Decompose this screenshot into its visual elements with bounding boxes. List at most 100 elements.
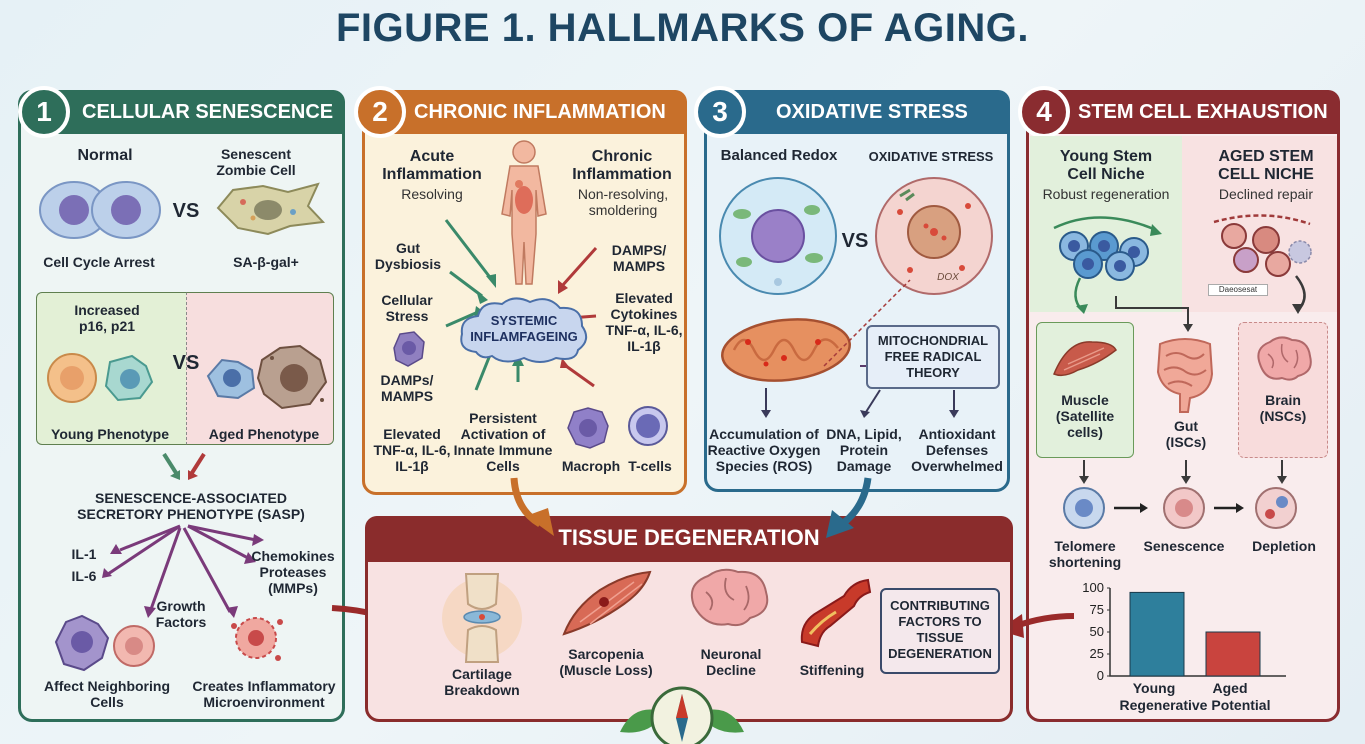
theory-arrows — [754, 386, 974, 427]
senescent-cell-illustration — [208, 178, 328, 243]
normal-label: Normal — [77, 147, 133, 164]
down-arrows-icon — [154, 450, 214, 489]
damps-right-label: DAMPS/ MAMPS — [611, 242, 667, 274]
contributing-label: CONTRIBUTING FACTORS TO TISSUE DEGENERAT… — [888, 598, 992, 661]
mitochondria-illustration — [714, 314, 860, 393]
chronic-label: Chronic Inflammation — [572, 148, 672, 183]
panel4-title: STEM CELL EXHAUSTION — [1078, 101, 1328, 123]
acute-sub-label: Resolving — [401, 186, 463, 202]
vs-label-3: VS — [841, 230, 869, 252]
macrophage-illustration — [564, 404, 612, 457]
contributing-box — [880, 588, 1000, 674]
panel1-number: 1 — [18, 86, 70, 138]
chart-bar-aged — [1205, 631, 1261, 677]
tcells-label: T-cells — [628, 458, 672, 474]
systemic-cloud — [456, 294, 592, 371]
stiffening-icon — [796, 572, 874, 657]
chart-ytick: 50 — [1090, 624, 1104, 639]
tissue-title: TISSUE DEGENERATION — [558, 525, 820, 550]
aged-niche-label: AGED STEM CELL NICHE — [1218, 148, 1314, 183]
normal-cells-illustration — [36, 175, 166, 250]
increased-p16-label: Increased p16, p21 — [74, 302, 140, 334]
young-stem-cells-illustration — [1040, 206, 1176, 321]
il1-label: IL-1 — [71, 546, 97, 562]
balanced-cell-illustration — [714, 172, 842, 305]
panel3-number: 3 — [694, 86, 746, 138]
elevated-left-label: Elevated TNF-α, IL-6, IL-1β — [373, 426, 451, 474]
panel-oxidative-stress — [704, 90, 1010, 492]
chronic-sub-label: Non-resolving, smoldering — [577, 186, 669, 218]
niche-to-organ-arrows — [1110, 290, 1220, 339]
cell-cycle-arrest-label: Cell Cycle Arrest — [43, 254, 155, 270]
senescence-label: Senescence — [1143, 538, 1225, 554]
gut-dysbiosis-label: Gut Dysbiosis — [374, 240, 442, 272]
aged-niche-bg — [1182, 136, 1337, 312]
sarcopenia-icon — [560, 568, 656, 645]
stressed-cell-illustration — [870, 172, 998, 305]
panel2-title: CHRONIC INFLAMMATION — [414, 101, 666, 123]
elevated-cytokines-label: Elevated Cytokines TNF-α, IL-6, IL-1β — [605, 290, 683, 354]
dna-damage-label: DNA, Lipid, Protein Damage — [826, 426, 902, 474]
neighbor-cells-illustration — [48, 610, 168, 679]
aged-niche-small-label: Daeosesat — [1208, 284, 1268, 296]
oxidative-to-tissue-arrow — [816, 474, 886, 549]
cartilage-label: Cartilage Breakdown — [444, 666, 520, 698]
muscle-icon — [1048, 334, 1120, 387]
senescent-label: Senescent Zombie Cell — [216, 146, 296, 178]
creates-micro-label: Creates Inflammatory Microenvironment — [192, 678, 336, 710]
young-cells-illustration — [46, 352, 166, 409]
chart-ytick: 25 — [1090, 646, 1104, 661]
leaf-compass-emblem — [612, 682, 752, 744]
growth-factors-label: Growth Factors — [155, 598, 207, 630]
panel3-header — [728, 90, 1010, 134]
cartilage-icon — [440, 570, 524, 671]
chart-ytick: 100 — [1082, 580, 1104, 595]
affect-neighbor-label: Affect Neighboring Cells — [44, 678, 170, 710]
depletion-label: Depletion — [1252, 538, 1316, 554]
gut-icon — [1150, 334, 1220, 419]
tcell-illustration — [626, 404, 670, 453]
antioxidant-label: Antioxidant Defenses Overwhelmed — [911, 426, 1003, 474]
organ-down-arrows — [1076, 458, 1296, 493]
theory-box — [866, 325, 1000, 389]
sasp-label: SENESCENCE-ASSOCIATED SECRETORY PHENOTYP… — [77, 490, 305, 522]
systemic-label: SYSTEMIC INFLAMFAGEING — [470, 313, 578, 344]
immune-cell-left-illustration — [388, 328, 428, 373]
stem-fate-illustration — [1060, 484, 1320, 539]
damps-left-label: DAMPs/ MAMPS — [380, 372, 434, 404]
cell-dox-text: DOX — [937, 272, 959, 283]
balanced-redox-label: Balanced Redox — [720, 147, 838, 164]
sasp-arrows — [60, 520, 320, 645]
panel2-header — [386, 90, 687, 134]
cellular-stress-label: Cellular Stress — [381, 292, 433, 324]
aged-cells-illustration — [202, 340, 332, 419]
macroph-label: Macroph — [561, 458, 621, 474]
tissue-header — [365, 516, 1013, 562]
young-niche-sub: Robust regeneration — [1042, 186, 1170, 202]
theory-label: MITOCHONDRIAL FREE RADICAL THEORY — [877, 333, 989, 380]
panel4-number: 4 — [1018, 86, 1070, 138]
human-body-icon — [486, 138, 562, 293]
young-niche-label: Young Stem Cell Niche — [1059, 148, 1153, 183]
persistent-label: Persistent Activation of Innate Immune C… — [453, 410, 553, 474]
acute-label: Acute Inflammation — [382, 148, 482, 183]
chart-ytick: 0 — [1097, 668, 1104, 683]
gut-label: Gut (ISCs) — [1165, 418, 1207, 450]
aged-niche-sub: Declined repair — [1218, 186, 1314, 202]
figure-title: FIGURE 1. HALLMARKS OF AGING. — [335, 6, 1029, 50]
brain-icon — [1252, 334, 1314, 389]
inflammatory-cell-illustration — [226, 608, 286, 673]
young-niche-bg — [1030, 136, 1182, 312]
chart-bar-young — [1129, 591, 1185, 677]
vs-label-1: VS — [172, 200, 200, 222]
chart-ytick: 75 — [1090, 602, 1104, 617]
oxidative-sub-label: OXIDATIVE STRESS — [868, 149, 994, 164]
neuronal-label: Neuronal Decline — [700, 646, 762, 678]
telomere-label: Telomere shortening — [1048, 538, 1122, 570]
chart-cat-aged: Aged — [1212, 680, 1248, 696]
neuronal-icon — [686, 566, 772, 637]
panel2-number: 2 — [354, 86, 406, 138]
chart-xlabel: Regenerative Potential — [1119, 697, 1271, 713]
brain-label: Brain (NSCs) — [1259, 392, 1307, 424]
panel1-header — [44, 90, 345, 134]
